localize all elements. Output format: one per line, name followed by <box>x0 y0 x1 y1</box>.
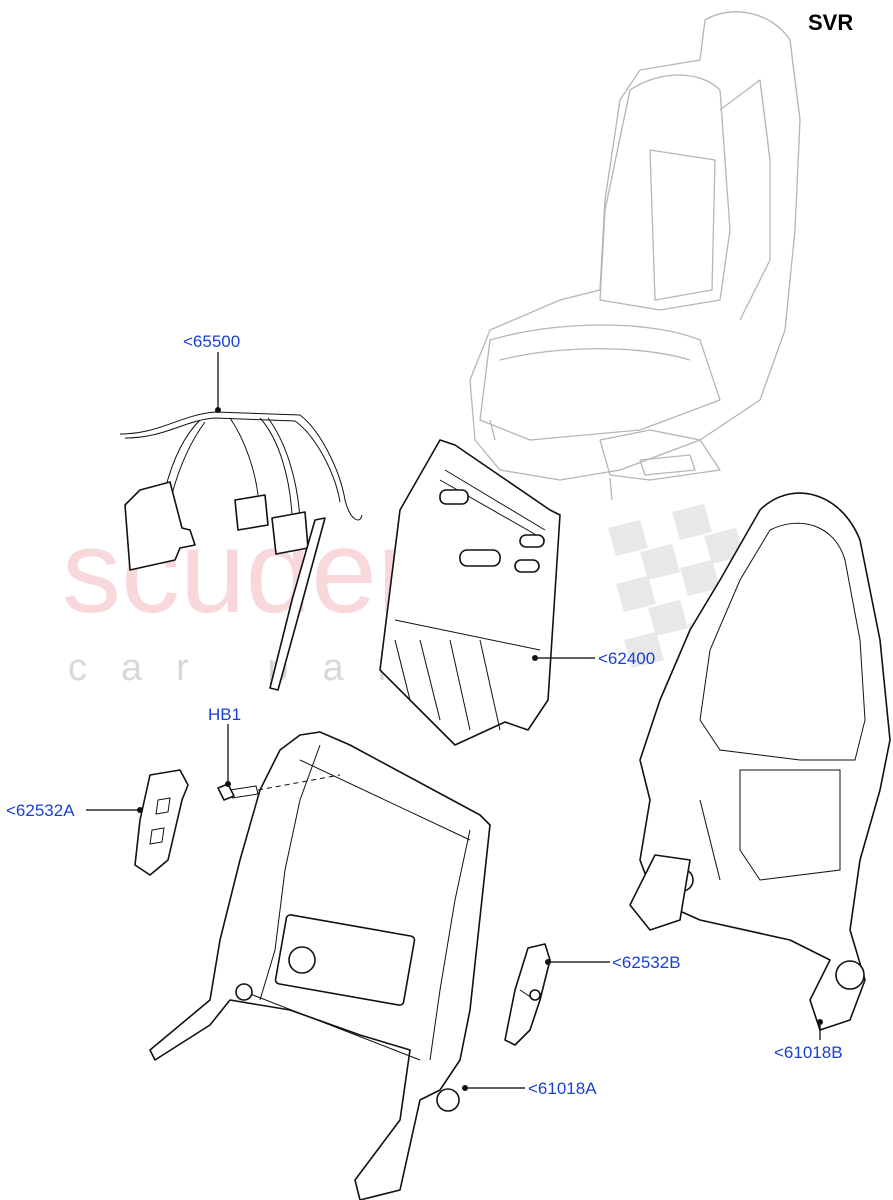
wiring-harness-65500[interactable] <box>119 411 363 691</box>
callout-61018A[interactable]: <61018A <box>528 1079 597 1098</box>
callout-61018B[interactable]: <61018B <box>774 1043 843 1062</box>
variant-label: SVR <box>808 10 853 35</box>
leader-lines <box>86 352 823 1091</box>
callout-65500[interactable]: <65500 <box>183 332 240 351</box>
trim-62532B[interactable] <box>504 943 551 1046</box>
bolt-hb1[interactable] <box>217 774 341 801</box>
callout-62532A[interactable]: <62532A <box>6 801 75 820</box>
backrest-panel-62400[interactable] <box>379 439 561 746</box>
callout-62532B[interactable]: <62532B <box>612 953 681 972</box>
backrest-frame-61018B[interactable] <box>629 492 891 1031</box>
callout-62400[interactable]: <62400 <box>598 649 655 668</box>
trim-62532A[interactable] <box>134 769 189 876</box>
callout-hb1[interactable]: HB1 <box>208 705 241 724</box>
complete-seat-outline <box>469 11 801 501</box>
seat-frame-61018A[interactable] <box>149 731 491 1200</box>
